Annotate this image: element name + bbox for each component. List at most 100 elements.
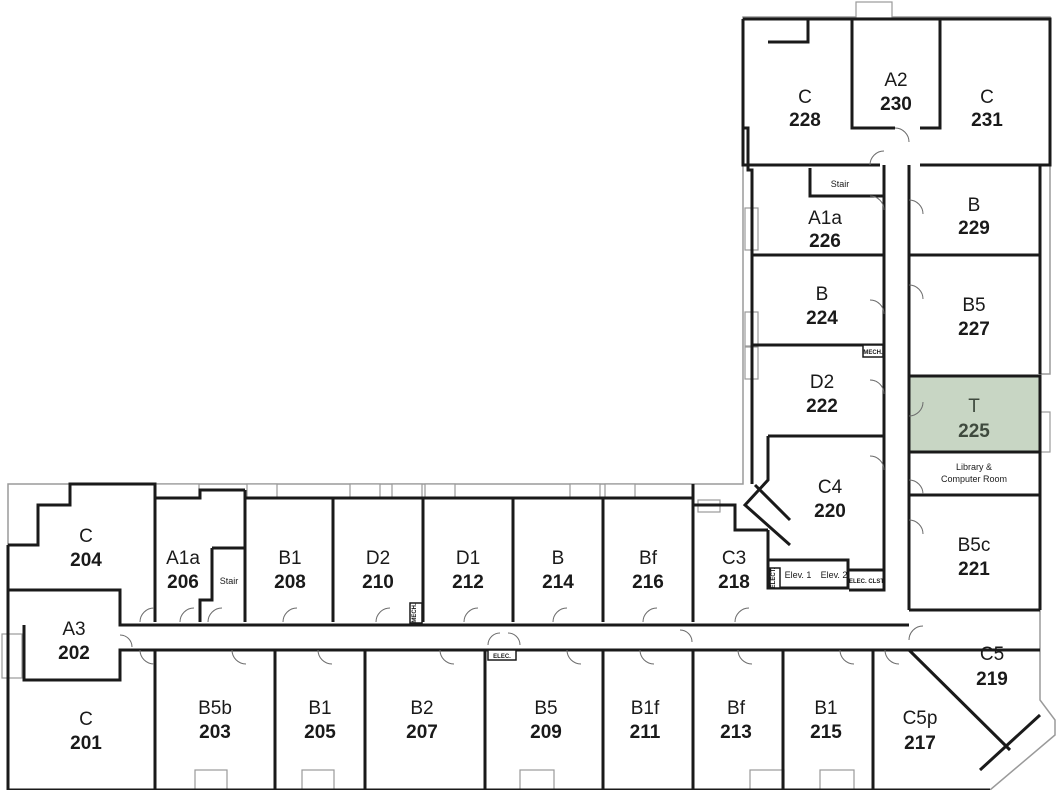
- room-number: 216: [632, 572, 664, 593]
- room-label-225[interactable]: T 225: [958, 396, 990, 442]
- room-number: 221: [958, 559, 990, 580]
- room-label-229[interactable]: B 229: [958, 195, 990, 239]
- room-number: 203: [199, 722, 231, 743]
- room-label-202[interactable]: A3 202: [58, 619, 90, 664]
- room-label-201[interactable]: C 201: [70, 709, 102, 754]
- room-label-219[interactable]: C5 219: [976, 644, 1008, 690]
- room-type: A2: [884, 70, 907, 91]
- room-number: 208: [274, 572, 306, 593]
- room-number: 217: [904, 733, 936, 754]
- room-number: 215: [810, 722, 842, 743]
- room-type: D2: [810, 372, 834, 393]
- room-number: 226: [809, 231, 841, 252]
- room-number: 231: [971, 110, 1003, 131]
- room-label-218[interactable]: C3 218: [718, 548, 750, 593]
- room-label-210[interactable]: D2 210: [362, 548, 394, 593]
- room-type: C5: [980, 644, 1004, 665]
- room-type: B1: [814, 698, 837, 719]
- room-label-213[interactable]: Bf 213: [720, 698, 752, 743]
- room-type: B5: [534, 698, 557, 719]
- room-number: 206: [167, 572, 199, 593]
- room-number: 213: [720, 722, 752, 743]
- room-number: 222: [806, 396, 838, 417]
- room-type: C3: [722, 548, 746, 569]
- room-label-226[interactable]: A1a 226: [808, 208, 842, 252]
- room-label-206[interactable]: A1a 206: [166, 548, 200, 593]
- room-type: C: [798, 87, 812, 108]
- room-type: Bf: [727, 698, 746, 719]
- room-type: C5p: [903, 708, 938, 729]
- room-type: B1: [308, 698, 331, 719]
- room-number: 207: [406, 722, 438, 743]
- room-type: A1a: [166, 548, 200, 569]
- room-number: 214: [542, 572, 574, 593]
- elec-corridor-label: ELEC.: [493, 654, 511, 660]
- elec-closet-label: ELEC. CLST.: [849, 579, 885, 585]
- room-label-208[interactable]: B1 208: [274, 548, 306, 593]
- room-number: 202: [58, 643, 90, 664]
- room-number: 204: [70, 550, 102, 571]
- room-type: T: [968, 396, 980, 417]
- room-type: B2: [410, 698, 433, 719]
- room-label-209[interactable]: B5 209: [530, 698, 562, 743]
- room-number: 229: [958, 218, 990, 239]
- room-number: 205: [304, 722, 336, 743]
- room-number: 212: [452, 572, 484, 593]
- room-type: B1f: [631, 698, 660, 719]
- room-number: 211: [630, 722, 661, 743]
- room-number: 220: [814, 501, 846, 522]
- room-type: B: [816, 284, 829, 305]
- room-number: 225: [958, 421, 990, 442]
- room-number: 219: [976, 669, 1008, 690]
- room-type: C: [79, 526, 93, 547]
- room-number: 230: [880, 94, 912, 115]
- elevator-2-label: Elev. 2: [821, 570, 848, 580]
- room-number: 228: [789, 110, 821, 131]
- room-label-231[interactable]: C 231: [971, 87, 1003, 131]
- room-label-230[interactable]: A2 230: [880, 70, 912, 115]
- room-type: A3: [62, 619, 85, 640]
- elevator-1-label: Elev. 1: [785, 570, 812, 580]
- room-type: C: [980, 87, 994, 108]
- room-label-222[interactable]: D2 222: [806, 372, 838, 417]
- library-label-line2: Computer Room: [941, 474, 1007, 484]
- room-label-211[interactable]: B1f 211: [630, 698, 661, 743]
- room-number: 227: [958, 319, 990, 340]
- room-number: 210: [362, 572, 394, 593]
- library-label-line1: Library &: [956, 462, 992, 472]
- room-label-214[interactable]: B 214: [542, 548, 574, 593]
- walls: [6, 17, 1052, 790]
- room-label-204[interactable]: C 204: [70, 526, 102, 571]
- room-label-212[interactable]: D1 212: [452, 548, 484, 593]
- room-label-216[interactable]: Bf 216: [632, 548, 664, 593]
- room-number: 201: [70, 733, 102, 754]
- room-label-220[interactable]: C4 220: [814, 477, 846, 522]
- room-label-227[interactable]: B5 227: [958, 295, 990, 340]
- room-label-221[interactable]: B5c 221: [958, 535, 991, 580]
- room-type: Bf: [639, 548, 658, 569]
- elec-box-corridor: [487, 649, 517, 661]
- room-type: B5c: [958, 535, 991, 556]
- room-type: C4: [818, 477, 843, 498]
- room-type: D2: [366, 548, 390, 569]
- room-label-224[interactable]: B 224: [806, 284, 838, 329]
- room-label-205[interactable]: B1 205: [304, 698, 336, 743]
- building-outline: [7, 16, 1056, 790]
- door-swings: [119, 127, 924, 665]
- room-type: A1a: [808, 208, 842, 229]
- room-number: 209: [530, 722, 562, 743]
- room-label-215[interactable]: B1 215: [810, 698, 842, 743]
- stair-label-north: Stair: [831, 179, 850, 189]
- room-type: B1: [278, 548, 301, 569]
- room-label-217[interactable]: C5p 217: [903, 708, 938, 754]
- room-type: B5b: [198, 698, 232, 719]
- mech-label-west: MECH.: [412, 603, 418, 623]
- room-number: 224: [806, 308, 838, 329]
- room-type: D1: [456, 548, 480, 569]
- mech-closet-north: [862, 344, 884, 358]
- room-label-228[interactable]: C 228: [789, 87, 821, 131]
- room-label-207[interactable]: B2 207: [406, 698, 438, 743]
- room-label-203[interactable]: B5b 203: [198, 698, 232, 743]
- mech-closet-west: [409, 602, 423, 624]
